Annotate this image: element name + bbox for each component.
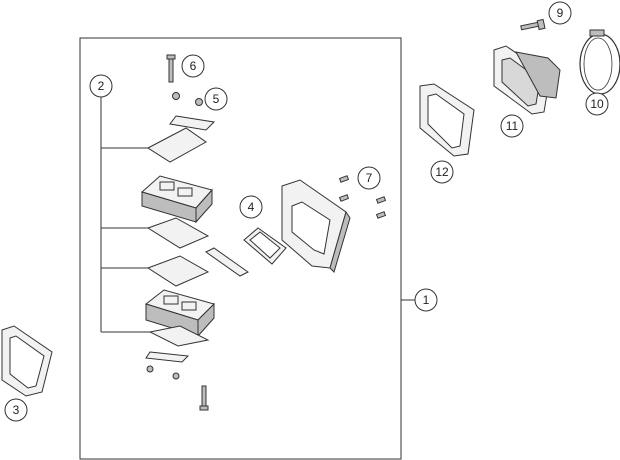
callout-2-bracket <box>100 97 150 333</box>
svg-text:9: 9 <box>557 6 564 20</box>
intake-manifold-part-11 <box>493 45 561 115</box>
clamp-plate-top <box>169 115 216 131</box>
gasket-part-3 <box>1 325 53 397</box>
callout-1: 1 <box>414 288 438 312</box>
gasket-part-4 <box>243 227 287 265</box>
svg-text:11: 11 <box>506 119 519 133</box>
callout-10: 10 <box>585 92 609 116</box>
svg-text:3: 3 <box>13 403 20 417</box>
clamp-plate-bottom <box>145 351 190 363</box>
callout-7: 7 <box>357 166 381 190</box>
callout-2: 2 <box>89 74 113 98</box>
assembly-frame <box>79 37 402 460</box>
small-screws-bottom <box>146 365 180 380</box>
svg-text:4: 4 <box>248 200 255 214</box>
screws-part-7 <box>338 175 387 219</box>
reed-petal-bottom <box>148 325 210 347</box>
callout-11: 11 <box>500 114 524 138</box>
reed-cage-top <box>140 175 213 224</box>
callout-6: 6 <box>181 54 205 78</box>
callout-12: 12 <box>430 160 454 184</box>
svg-text:6: 6 <box>190 59 197 73</box>
callout-3: 3 <box>4 398 28 422</box>
spacer-bar <box>205 247 249 277</box>
bolt-part-9 <box>520 18 546 31</box>
reed-petal-lower <box>146 255 210 287</box>
callout-9: 9 <box>548 1 572 25</box>
reed-petal-middle <box>146 217 210 249</box>
bolt-part-6 <box>166 54 176 83</box>
reed-petal-top <box>147 127 207 163</box>
svg-text:7: 7 <box>366 171 373 185</box>
nuts-part-5 <box>172 92 203 106</box>
hose-clamp-part-10 <box>579 29 620 95</box>
callout-4: 4 <box>239 195 263 219</box>
bolt-bottom <box>199 385 209 411</box>
intake-flange-body <box>281 179 351 273</box>
svg-text:2: 2 <box>98 79 105 93</box>
gasket-part-12 <box>419 83 475 157</box>
svg-text:10: 10 <box>590 97 604 111</box>
svg-text:12: 12 <box>435 165 449 179</box>
callout-5: 5 <box>204 87 228 111</box>
svg-text:1: 1 <box>423 293 430 307</box>
svg-text:5: 5 <box>213 92 220 106</box>
